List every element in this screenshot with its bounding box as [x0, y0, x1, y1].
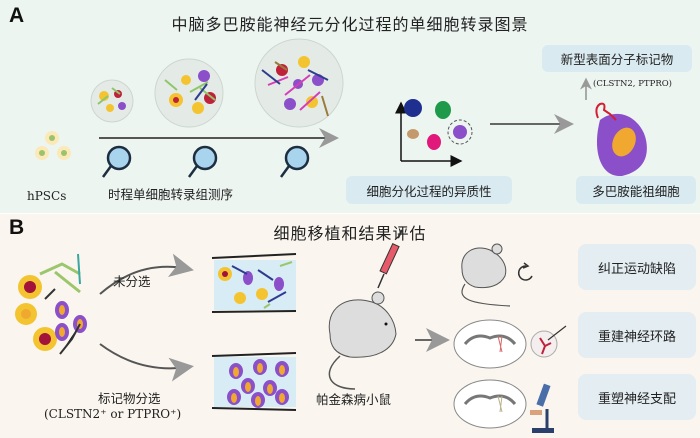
panel-label-a: A	[9, 4, 25, 27]
microscope-icon	[530, 383, 554, 433]
panel-b: B 细胞移植和结果评估	[0, 214, 700, 438]
progenitor-box: 多巴胺能祖细胞	[576, 176, 696, 204]
culture-sphere-medium-icon	[154, 58, 224, 128]
panel-a: A 中脑多巴胺能神经元分化过程的单细胞转录图景	[0, 0, 700, 213]
progenitor-cell-icon	[595, 102, 647, 177]
sequencing-label: 时程单细胞转录组测序	[108, 187, 234, 202]
rotating-mouse-icon	[461, 243, 533, 307]
parkinson-mouse-icon	[328, 291, 397, 390]
culture-sphere-small-icon	[90, 79, 134, 123]
sorted-graft-chamber-icon	[211, 352, 297, 411]
sorted-arrow	[99, 343, 194, 382]
unsorted-arrow	[99, 253, 194, 295]
mixed-cell-population-icon	[15, 253, 87, 355]
marker-box: 新型表面分子标记物	[542, 45, 692, 72]
heterogeneity-box: 细胞分化过程的异质性	[346, 176, 512, 204]
syringe-icon	[377, 229, 403, 289]
sorted-label: 标记物分选	[98, 391, 161, 406]
unsorted-label: 未分选	[113, 274, 151, 289]
marker-genes: (CLSTN2, PTPRO)	[593, 79, 672, 89]
brain-section-circuit-icon	[453, 319, 567, 369]
panel-label-b: B	[9, 216, 25, 239]
panel-a-illustration	[35, 38, 647, 178]
magnifier-icon	[101, 145, 310, 178]
sorted-criteria: (CLSTN2⁺ or PTPRO⁺)	[44, 407, 182, 421]
outcome-circuit-box: 重建神经环路	[578, 312, 696, 358]
culture-sphere-large-icon	[254, 38, 344, 128]
unsorted-graft-chamber-icon	[211, 253, 297, 313]
panel-b-illustration	[15, 229, 567, 433]
outcome-innervation-box: 重塑神经支配	[578, 374, 696, 420]
panel-b-title: 细胞移植和结果评估	[273, 224, 427, 243]
hpsc-cells-icon	[35, 131, 71, 160]
brain-section-innervation-icon	[453, 379, 527, 429]
mouse-label: 帕金森病小鼠	[316, 392, 392, 407]
panel-a-title: 中脑多巴胺能神经元分化过程的单细胞转录图景	[171, 15, 529, 34]
outcome-motor-box: 纠正运动缺陷	[578, 244, 696, 290]
cluster-plot-icon	[395, 99, 473, 167]
hpscs-label: hPSCs	[27, 189, 67, 203]
